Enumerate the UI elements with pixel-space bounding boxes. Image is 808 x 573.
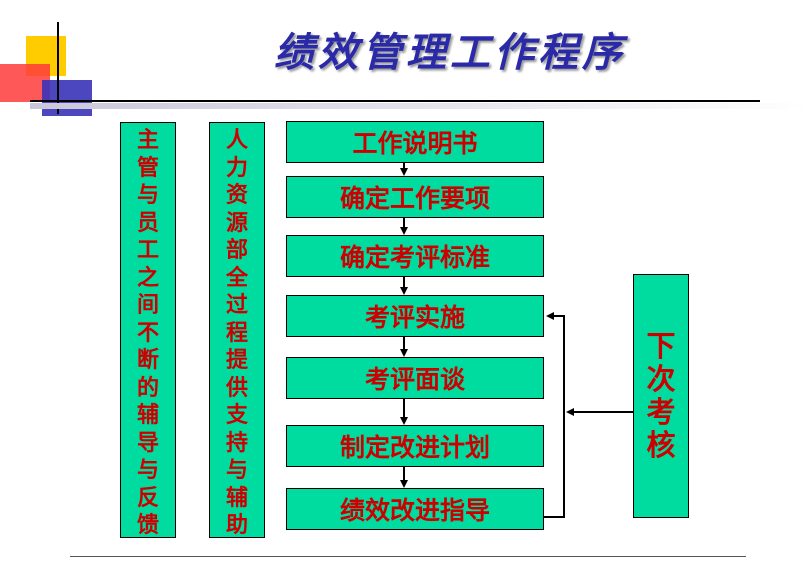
- step-improvement-guidance: 绩效改进指导: [286, 488, 544, 530]
- decor-red-square: [0, 64, 50, 102]
- step-job-description: 工作说明书: [286, 121, 544, 163]
- loop-line: [544, 312, 565, 518]
- step-define-key-items: 确定工作要项: [286, 176, 544, 218]
- next-appraisal-label: 下次考核: [646, 329, 676, 462]
- next-appraisal-box: 下次考核: [633, 274, 689, 518]
- decor-vertical-line: [57, 22, 59, 114]
- feedback-box-label: 主管与员工之间不断的辅导与反馈: [137, 127, 160, 538]
- hr-support-box: 人力资源部全过程提供支持与辅助: [209, 122, 265, 538]
- step-define-criteria: 确定考评标准: [286, 235, 544, 277]
- footer-line: [70, 556, 746, 557]
- hr-support-box-label: 人力资源部全过程提供支持与辅助: [226, 127, 249, 538]
- step-improvement-plan: 制定改进计划: [286, 425, 544, 467]
- feedback-box: 主管与员工之间不断的辅导与反馈: [120, 122, 176, 538]
- title-underline: [30, 100, 760, 102]
- title-underline-shadow: [30, 103, 808, 109]
- decor-blue-square: [42, 80, 92, 116]
- page-title: 绩效管理工作程序: [274, 29, 626, 76]
- step-interview: 考评面谈: [286, 357, 544, 399]
- step-appraisal: 考评实施: [286, 295, 544, 337]
